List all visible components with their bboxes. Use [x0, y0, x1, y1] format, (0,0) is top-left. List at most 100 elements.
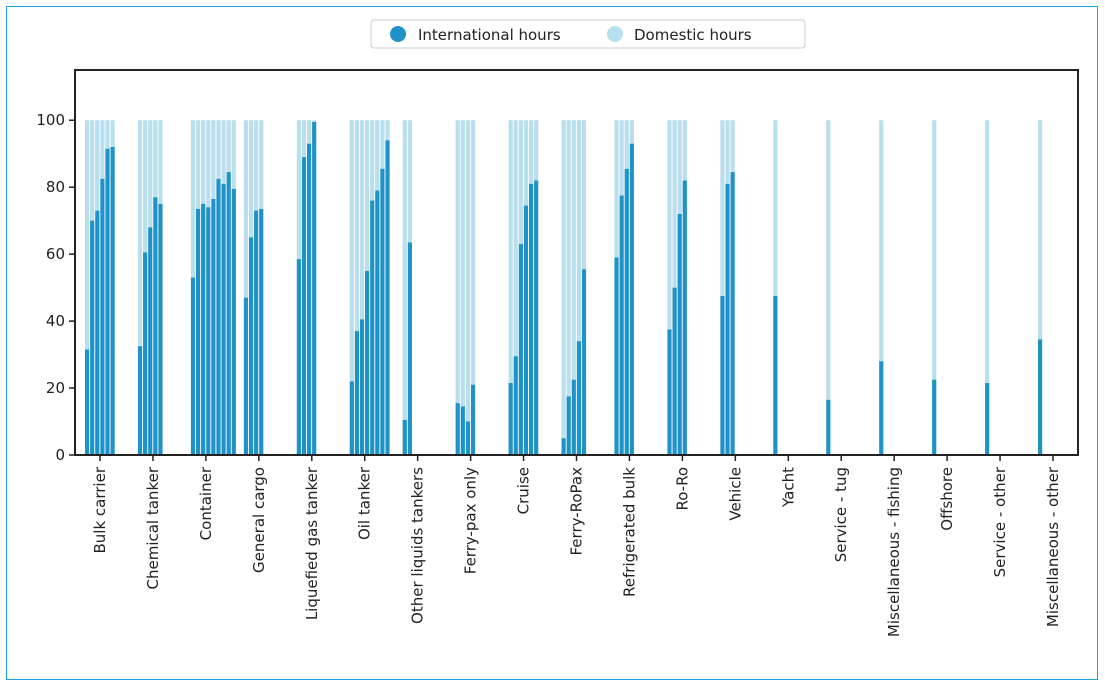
category-group [720, 120, 735, 455]
stacked-bar-chart: International hours Domestic hours 02040… [36, 19, 1079, 637]
bar-domestic [359, 120, 365, 320]
bar-international [105, 148, 110, 455]
y-tick-label: 60 [46, 245, 65, 263]
bar-domestic [231, 120, 236, 189]
bar-international [206, 207, 211, 455]
bar-international [312, 121, 317, 456]
bar-domestic [190, 120, 196, 278]
bar-international [248, 237, 254, 455]
bar-domestic [402, 120, 407, 420]
bar-domestic [534, 120, 539, 181]
bar-international [455, 403, 460, 455]
bar-domestic [158, 120, 163, 204]
category-label: General cargo [250, 467, 268, 573]
category-group [137, 120, 163, 455]
bar-international [672, 287, 677, 455]
bar-domestic [508, 120, 513, 384]
category-group [1038, 120, 1043, 455]
bar-international [534, 180, 539, 455]
bar-domestic [826, 120, 831, 400]
bar-international [221, 183, 226, 455]
bar-domestic [513, 120, 518, 357]
bar-international [231, 188, 236, 455]
bar-domestic [455, 120, 460, 404]
bar-international [523, 205, 529, 455]
bar-international [518, 244, 523, 455]
bar-international [826, 399, 831, 455]
category-group [667, 120, 687, 455]
bar-international [90, 220, 95, 455]
category-label: Container [197, 466, 215, 540]
bar-international [365, 270, 370, 455]
category-label: Service - tug [832, 467, 850, 562]
bar-domestic [375, 120, 380, 191]
category-label: Chemical tanker [144, 466, 162, 589]
category-group [455, 120, 476, 455]
bar-domestic [465, 120, 471, 422]
bar-international [153, 197, 158, 455]
bar-international [629, 143, 634, 456]
bar-international [100, 178, 105, 455]
legend-swatch-domestic [607, 26, 623, 42]
bar-domestic [470, 120, 476, 385]
category-group [349, 120, 390, 456]
bar-domestic [576, 120, 581, 342]
y-tick-label: 80 [46, 178, 65, 196]
bar-international [110, 147, 115, 455]
bar-international [85, 349, 90, 455]
bar-domestic [460, 120, 465, 407]
bar-domestic [385, 120, 390, 141]
bar-domestic [148, 120, 153, 228]
bar-domestic [216, 120, 221, 179]
category-label: Liquefied gas tanker [303, 466, 321, 620]
y-tick-label: 20 [46, 379, 65, 397]
bar-international [95, 210, 100, 455]
bar-international [195, 208, 201, 455]
bar-international [359, 319, 365, 455]
bar-international [254, 210, 259, 455]
bar-international [385, 140, 390, 455]
legend-label-international: International hours [418, 26, 561, 44]
bar-domestic [349, 120, 354, 382]
bar-international [375, 190, 380, 456]
bar-domestic [619, 120, 624, 196]
bar-domestic [195, 120, 201, 209]
category-label: Miscellaneous - other [1044, 466, 1062, 627]
y-tick-label: 40 [46, 312, 65, 330]
category-group [932, 120, 937, 455]
bar-domestic [725, 120, 730, 184]
bar-international [677, 213, 682, 455]
bar-domestic [720, 120, 725, 296]
bar-domestic [370, 120, 375, 201]
bar-international [296, 259, 301, 455]
category-label: Bulk carrier [91, 466, 109, 553]
bar-international [216, 178, 221, 455]
bar-domestic [254, 120, 259, 211]
bar-international [513, 356, 518, 455]
bar-international [306, 143, 312, 456]
category-group [773, 120, 778, 455]
bar-international [566, 396, 571, 455]
bar-domestic [614, 120, 619, 258]
bar-domestic [624, 120, 629, 169]
category-group [879, 120, 884, 455]
category-group [614, 120, 634, 456]
bar-domestic [985, 120, 990, 384]
bar-domestic [95, 120, 100, 211]
bar-international [460, 406, 465, 455]
plot-area-border [74, 69, 1079, 456]
bar-domestic [301, 120, 307, 158]
bar-domestic [581, 120, 587, 270]
category-label: Cruise [515, 467, 533, 514]
bar-international [243, 297, 249, 455]
bar-international [576, 341, 581, 455]
bar-domestic [667, 120, 672, 330]
bar-domestic [312, 120, 317, 122]
bar-international [226, 172, 231, 455]
category-group [243, 120, 264, 455]
category-label: Other liquids tankers [409, 467, 427, 624]
bar-domestic [672, 120, 677, 288]
bar-domestic [523, 120, 529, 206]
